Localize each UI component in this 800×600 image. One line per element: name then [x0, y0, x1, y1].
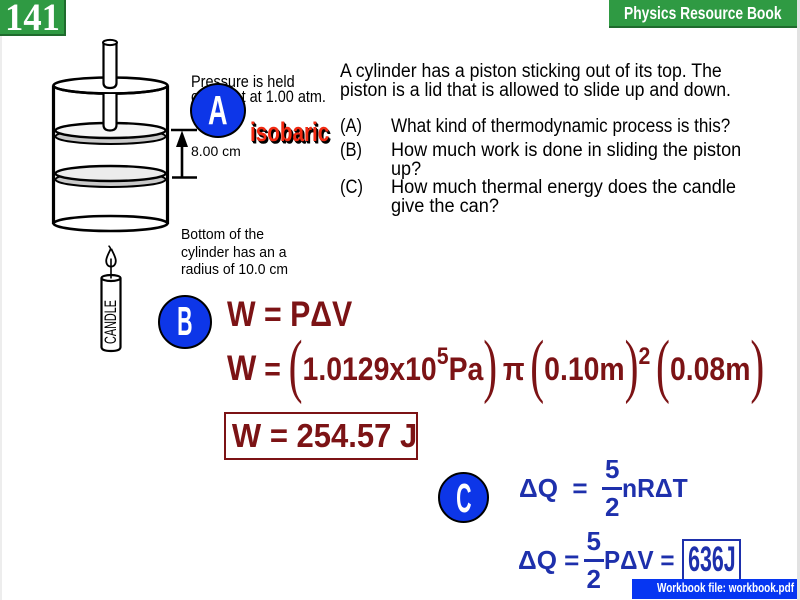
- svg-text:CANDLE: CANDLE: [101, 300, 120, 344]
